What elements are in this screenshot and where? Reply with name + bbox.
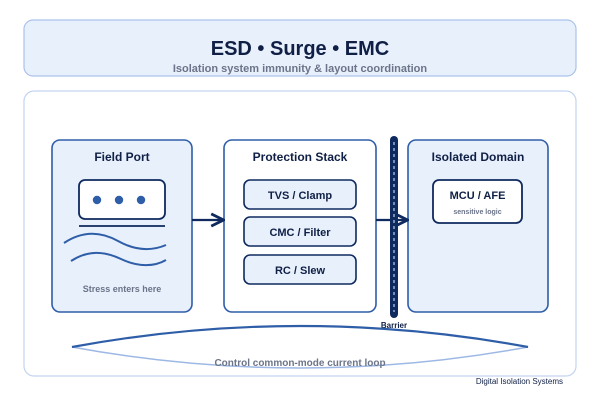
stack-item-cmc-filter: CMC / Filter [243,216,357,247]
diagram-title: ESD • Surge • EMC [211,38,389,60]
diagram-subtitle: Isolation system immunity & layout coord… [173,63,428,75]
field-port-caption: Stress enters here [83,284,162,294]
isolated-domain-title: Isolated Domain [432,150,525,164]
connector-icon [78,179,166,227]
footer-brand: Digital Isolation Systems [476,377,563,386]
stack-item-rc-slew: RC / Slew [243,254,357,285]
protection-stack-title: Protection Stack [253,150,348,164]
loop-label: Control common-mode current loop [214,358,385,369]
mcu-afe-caption: sensitive logic [453,209,501,216]
surge-wave-icon [63,232,167,267]
stack-item-label: TVS / Clamp [268,190,332,202]
common-mode-loop: Control common-mode current loop [71,324,529,369]
mcu-afe-label: MCU / AFE [450,190,506,202]
stack-item-label: RC / Slew [275,265,326,277]
protection-stack-panel: Protection Stack TVS / Clamp CMC / Filte… [223,139,377,313]
mcu-afe-block: MCU / AFE sensitive logic [432,179,523,224]
field-port-panel: Field Port Stress enters here [51,139,193,313]
isolation-barrier: Barrier [381,136,407,330]
header-banner: ESD • Surge • EMC Isolation system immun… [23,19,577,77]
isolated-domain-panel: Isolated Domain MCU / AFE sensitive logi… [407,139,549,313]
barrier-label: Barrier [381,321,407,330]
stack-item-label: CMC / Filter [269,227,331,239]
field-port-title: Field Port [94,150,149,164]
stack-item-tvs-clamp: TVS / Clamp [243,179,357,210]
